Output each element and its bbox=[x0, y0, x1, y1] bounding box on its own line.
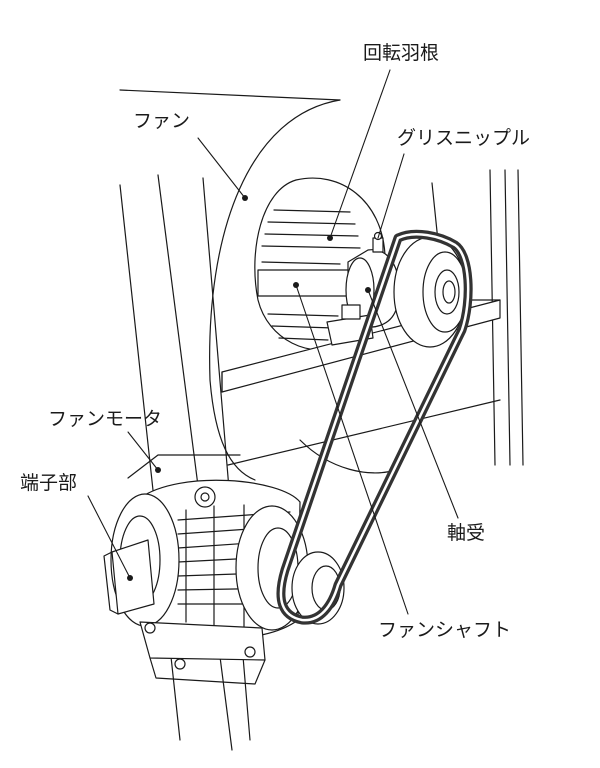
label-grease-nipple: グリスニップル bbox=[397, 127, 531, 149]
leader-fan bbox=[197, 137, 246, 199]
v-belts bbox=[276, 229, 473, 625]
motor-base bbox=[139, 621, 266, 685]
label-terminal: 端子部 bbox=[20, 472, 78, 494]
fan-housing bbox=[119, 89, 396, 481]
fan-pulley bbox=[393, 236, 468, 348]
label-bearing: 軸受 bbox=[447, 522, 486, 544]
leader-fan-motor bbox=[127, 431, 159, 471]
rotor-blades bbox=[261, 209, 361, 341]
leader-dots bbox=[127, 195, 371, 581]
label-rotor-blade: 回転羽根 bbox=[363, 42, 440, 64]
label-fan-shaft: ファンシャフト bbox=[378, 619, 512, 641]
leader-terminal bbox=[87, 495, 131, 579]
label-fan-motor: ファンモータ bbox=[48, 408, 163, 430]
leader-grease-nipple bbox=[377, 153, 405, 239]
leader-lines bbox=[87, 69, 459, 615]
terminal-box bbox=[103, 539, 155, 615]
leader-fan-shaft bbox=[295, 284, 409, 615]
grease-nipple bbox=[372, 231, 384, 253]
leader-rotor-blade bbox=[329, 69, 391, 239]
lower-frame bbox=[227, 399, 501, 466]
leader-bearing bbox=[367, 289, 459, 519]
label-fan: ファン bbox=[133, 110, 191, 132]
